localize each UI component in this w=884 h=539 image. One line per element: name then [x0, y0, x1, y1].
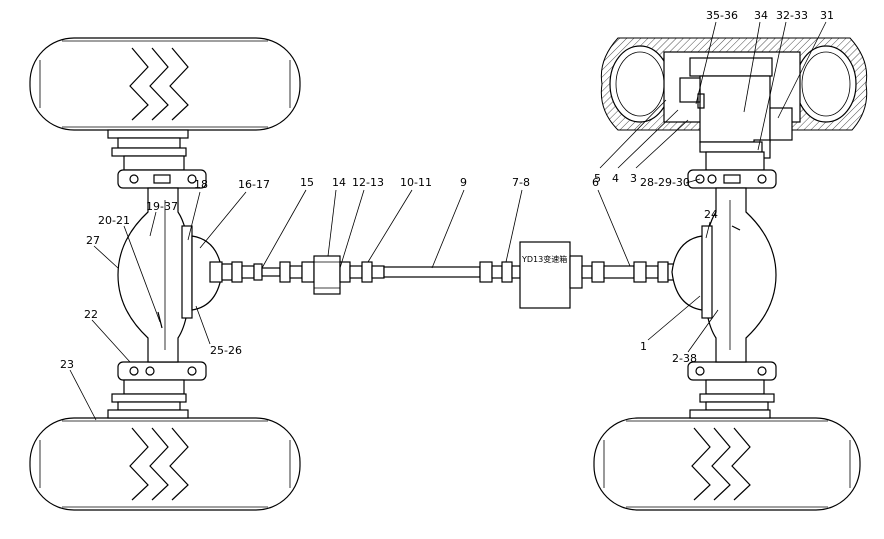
label-10-11: 10-11 [400, 176, 432, 189]
drive-shaft-right [581, 261, 681, 283]
label-1: 1 [640, 340, 647, 353]
label-35-36: 35-36 [706, 9, 738, 22]
label-12-13: 12-13 [352, 176, 384, 189]
label-2-38: 2-38 [672, 352, 697, 365]
tire-bottom-left [29, 417, 301, 511]
label-27: 27 [86, 234, 100, 247]
gearbox: YD13变速箱 [519, 241, 583, 309]
hub-top-right [687, 141, 777, 189]
label-31: 31 [820, 9, 834, 22]
gearbox-label: YD13变速箱 [521, 254, 567, 264]
label-22: 22 [84, 308, 98, 321]
hub-bottom-left [107, 361, 207, 419]
label-14: 14 [332, 176, 346, 189]
hub-bottom-right [687, 361, 777, 419]
tire-top-right-section [600, 37, 868, 159]
part-labels: 35-36 34 32-33 31 5 4 3 28-29-30 24 18 1… [60, 9, 834, 371]
label-18: 18 [194, 178, 208, 191]
label-16-17: 16-17 [238, 178, 270, 191]
label-20-21: 20-21 [98, 214, 130, 227]
right-axle [593, 37, 868, 511]
differential-left [181, 225, 233, 319]
label-5: 5 [594, 172, 601, 185]
tire-top-left [29, 37, 301, 131]
label-23: 23 [60, 358, 74, 371]
leader-lines [69, 21, 827, 421]
label-25-26: 25-26 [210, 344, 242, 357]
label-4: 4 [612, 172, 619, 185]
label-7-8: 7-8 [512, 176, 530, 189]
label-6: 6 [592, 176, 599, 189]
label-24: 24 [704, 208, 718, 221]
hub-top-left [107, 129, 207, 189]
left-axle [29, 37, 301, 511]
label-15: 15 [300, 176, 314, 189]
differential-right [671, 225, 713, 319]
label-34: 34 [754, 9, 768, 22]
label-19-37: 19-37 [146, 200, 178, 213]
tire-bottom-right [593, 417, 861, 511]
label-9: 9 [460, 176, 467, 189]
label-3: 3 [630, 172, 637, 185]
label-28-29-30: 28-29-30 [640, 176, 690, 189]
label-32-33: 32-33 [776, 9, 808, 22]
drive-shaft [231, 255, 620, 295]
